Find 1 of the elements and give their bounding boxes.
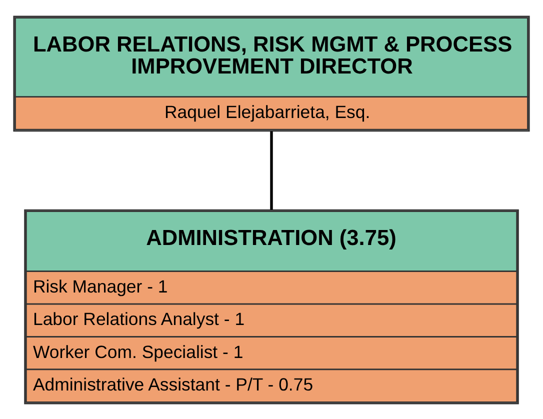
connector [270,130,273,210]
